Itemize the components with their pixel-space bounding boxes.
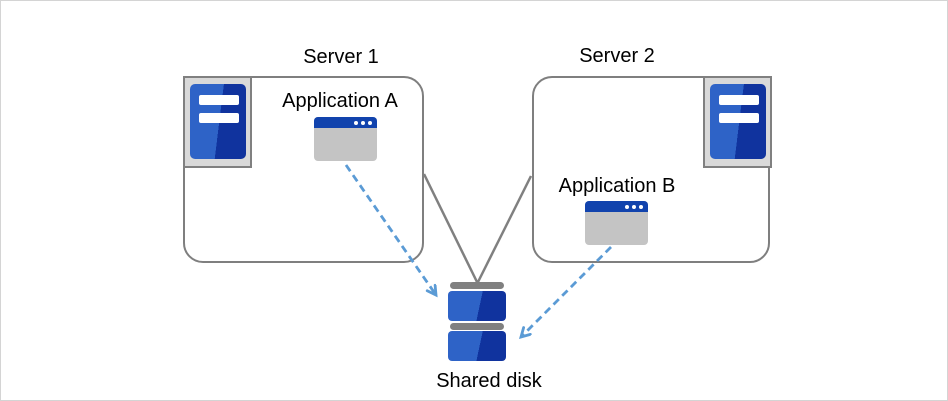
server2-to-disk-line: [476, 175, 533, 284]
window-dot-icon: [361, 120, 365, 125]
server-slot-bar: [199, 113, 239, 123]
shared-disk-icon: [448, 281, 506, 361]
server2-label: Server 2: [579, 45, 655, 67]
window-titlebar: [314, 117, 377, 128]
application-b-window-icon: [585, 201, 648, 245]
server-slot-bar: [199, 95, 239, 105]
application-a-label: Application A: [282, 90, 398, 112]
disk-platter: [448, 291, 506, 321]
server2-tower-icon: [703, 76, 772, 168]
window-dot-icon: [625, 204, 629, 209]
window-dot-icon: [354, 120, 358, 125]
server1-label: Server 1: [303, 46, 379, 68]
server1-to-disk-line: [422, 173, 479, 284]
application-b-label: Application B: [558, 175, 676, 197]
window-dot-icon: [639, 204, 643, 209]
server-slot-bar: [719, 95, 759, 105]
shared-disk-label: Shared disk: [436, 370, 542, 392]
window-titlebar: [585, 201, 648, 212]
application-a-window-icon: [314, 117, 377, 161]
window-dot-icon: [632, 204, 636, 209]
window-buttons: [625, 204, 643, 209]
disk-cap: [450, 323, 504, 330]
server1-tower-icon: [183, 76, 252, 168]
window-dot-icon: [368, 120, 372, 125]
disk-platter: [448, 331, 506, 361]
server-slot-bar: [719, 113, 759, 123]
disk-cap: [450, 282, 504, 289]
server-tower-body: [190, 84, 246, 159]
server-tower-body: [710, 84, 766, 159]
window-buttons: [354, 120, 372, 125]
